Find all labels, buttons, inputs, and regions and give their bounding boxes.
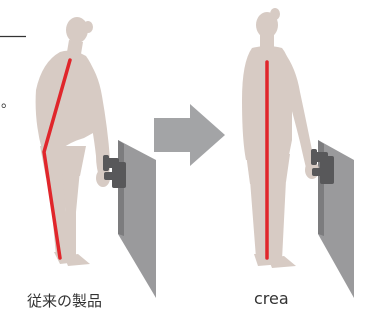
caption-conventional-product: 従来の製品	[27, 290, 102, 311]
caption-crea: crea	[254, 289, 289, 308]
figure-right-upright	[242, 8, 319, 268]
right-arrow-icon	[154, 104, 225, 166]
punctuation-mark: 。	[1, 92, 15, 112]
